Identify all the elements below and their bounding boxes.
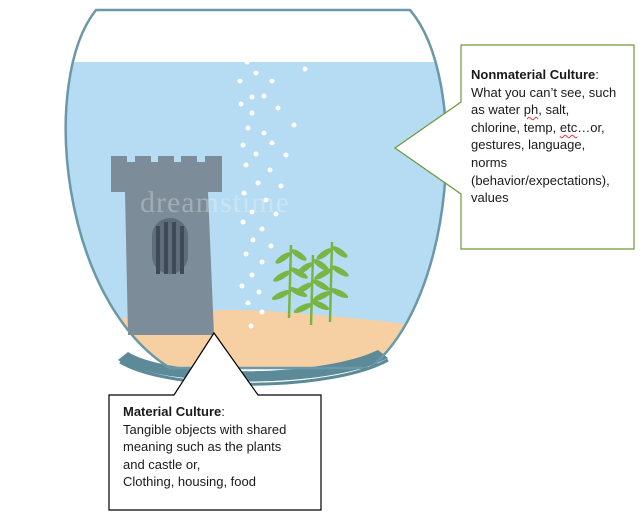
castle-window-bars: [156, 222, 184, 274]
watermark-text: dreamstime: [140, 186, 290, 219]
nonmaterial-callout-box: [393, 44, 635, 250]
bowl-base-rim: [118, 350, 388, 382]
plants: [271, 241, 349, 326]
material-callout-box: [108, 331, 322, 511]
nonmaterial-title: Nonmaterial Culture: [471, 67, 596, 82]
castle-window-frame: [152, 218, 188, 274]
bubbles: [237, 59, 308, 329]
material-culture-text: Material Culture: Tangible objects with …: [123, 404, 287, 490]
castle: [111, 156, 222, 335]
material-title: Material Culture: [123, 404, 222, 419]
nonmaterial-culture-text: Nonmaterial Culture: What you can’t see,…: [471, 67, 617, 206]
